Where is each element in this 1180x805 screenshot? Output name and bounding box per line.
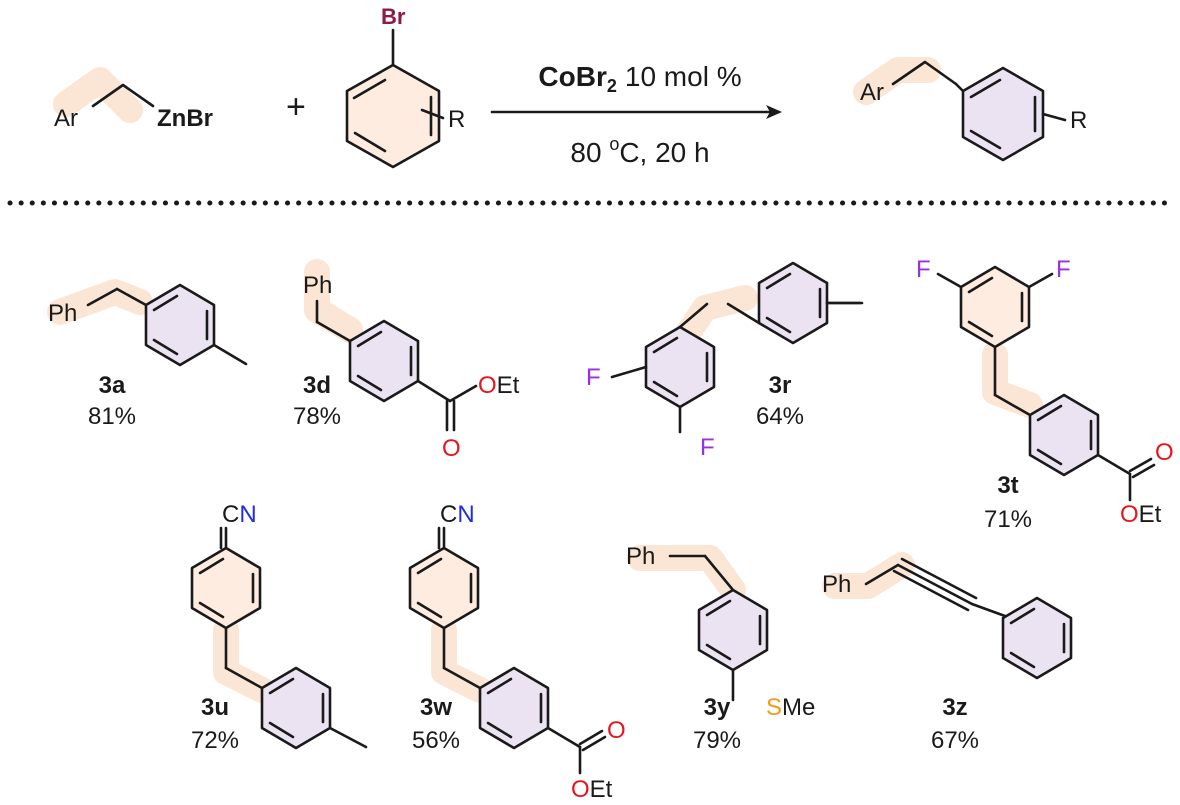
sme-s: S <box>766 694 782 721</box>
catalyst-loading: 10 mol % <box>625 61 742 92</box>
sme-me: Me <box>782 694 815 721</box>
product-3d-id: 3d <box>303 372 331 399</box>
temp-degree: o <box>609 134 619 154</box>
temp-rest: C, 20 h <box>619 137 709 168</box>
temp-prefix: 80 <box>570 137 609 168</box>
product-3a-yield: 81% <box>88 403 136 430</box>
ph-label: Ph <box>626 543 655 570</box>
product-3y-structure: Ph SMe <box>626 543 815 721</box>
sme-label: SMe <box>766 694 815 721</box>
fluorine-label: F <box>586 364 601 391</box>
reaction-arrow: CoBr2 10 mol % 80 oC, 20 h <box>490 61 782 168</box>
ester-et: Et <box>590 776 613 803</box>
ester-label: OEt <box>571 776 613 803</box>
product-diarylmethane: Ar R <box>853 57 1087 162</box>
reagent-ar-label: Ar <box>54 105 78 132</box>
ester-et: Et <box>497 372 520 399</box>
cn-c: C <box>222 501 239 528</box>
product-3r-id: 3r <box>769 372 792 399</box>
product-3y-id: 3y <box>704 694 731 721</box>
ph-label: Ph <box>48 300 77 327</box>
cn-label: CN <box>222 501 257 528</box>
oxygen-label: O <box>1155 439 1174 466</box>
product-r-label: R <box>1070 107 1087 134</box>
fluorine-label: F <box>916 256 931 283</box>
product-3y-yield: 79% <box>693 727 741 754</box>
cn-n: N <box>239 501 256 528</box>
product-3t-yield: 71% <box>984 506 1032 533</box>
reagent-benzylzinc: Ar ZnBr <box>53 67 213 132</box>
ph-label: Ph <box>822 571 851 598</box>
product-3r-structure: F F <box>586 261 864 461</box>
catalyst-subscript: 2 <box>607 76 617 96</box>
oxygen-label: O <box>442 435 461 462</box>
product-3d-structure: Ph O OEt <box>303 259 520 462</box>
conditions-text: 80 oC, 20 h <box>570 134 709 168</box>
ester-o: O <box>478 372 497 399</box>
product-3d-yield: 78% <box>293 403 341 430</box>
product-3u-yield: 72% <box>191 727 239 754</box>
product-3a-structure: Ph <box>47 279 248 367</box>
ph-label: Ph <box>303 272 332 299</box>
product-3r-yield: 64% <box>756 403 804 430</box>
product-3t-structure: F F O OEt <box>916 256 1174 528</box>
fluorine-label: F <box>700 434 715 461</box>
product-3w-structure: CN O OEt <box>408 501 626 803</box>
product-3w-yield: 56% <box>412 727 460 754</box>
product-3z-yield: 67% <box>931 727 979 754</box>
product-3t-id: 3t <box>997 472 1018 499</box>
ester-label: OEt <box>1120 501 1162 528</box>
aryl-r-label: R <box>448 106 465 133</box>
product-3z-id: 3z <box>942 694 967 721</box>
reagent-znbr-label: ZnBr <box>157 105 213 132</box>
ester-et: Et <box>1139 501 1162 528</box>
ester-o: O <box>571 776 590 803</box>
cn-c: C <box>440 501 457 528</box>
catalyst-text: CoBr2 10 mol % <box>538 61 741 96</box>
product-3u-structure: CN <box>190 501 368 750</box>
product-3u-id: 3u <box>201 694 229 721</box>
product-3a-id: 3a <box>99 372 126 399</box>
ester-label: OEt <box>478 372 520 399</box>
ester-o: O <box>1120 501 1139 528</box>
cn-label: CN <box>440 501 475 528</box>
product-3w-id: 3w <box>420 694 452 721</box>
fluorine-label: F <box>1056 256 1071 283</box>
plus-sign: + <box>286 88 306 126</box>
reagent-aryl-bromide: Br R <box>345 4 465 169</box>
product-ar-label: Ar <box>860 79 884 106</box>
cn-n: N <box>457 501 474 528</box>
catalyst-main: CoBr <box>538 61 607 92</box>
oxygen-label: O <box>607 717 626 744</box>
aryl-br-label: Br <box>381 4 406 29</box>
product-3z-structure: Ph <box>822 552 1073 680</box>
